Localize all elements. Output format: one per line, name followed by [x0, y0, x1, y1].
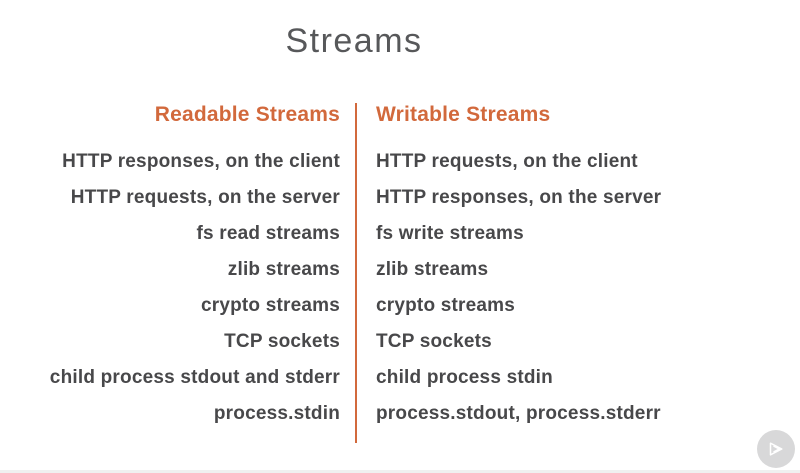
stream-item: TCP sockets	[376, 331, 492, 352]
readable-streams-column: Readable Streams HTTP responses, on the …	[18, 102, 340, 432]
stream-item: HTTP requests, on the server	[70, 187, 340, 208]
slide-title: Streams	[285, 22, 423, 60]
stream-item: fs read streams	[196, 223, 340, 244]
stream-item: zlib streams	[227, 259, 340, 280]
writable-streams-header: Writable Streams	[376, 103, 551, 126]
pluralsight-logo	[757, 430, 795, 468]
writable-streams-column: Writable Streams HTTP requests, on the c…	[376, 102, 698, 432]
stream-item: zlib streams	[376, 259, 489, 280]
stream-item: child process stdin	[376, 367, 553, 388]
stream-item: HTTP requests, on the client	[376, 151, 638, 172]
bottom-edge-strip	[0, 470, 800, 473]
stream-item: crypto streams	[376, 295, 516, 316]
stream-item: HTTP responses, on the server	[376, 187, 662, 208]
play-forward-icon	[764, 437, 788, 461]
stream-item: crypto streams	[200, 295, 340, 316]
stream-item: fs write streams	[376, 223, 524, 244]
column-divider	[355, 103, 357, 443]
stream-item: process.stdout, process.stderr	[376, 403, 661, 424]
readable-streams-header: Readable Streams	[154, 103, 340, 126]
stream-item: TCP sockets	[224, 331, 340, 352]
stream-item: process.stdin	[213, 403, 340, 424]
stream-item: child process stdout and stderr	[49, 367, 340, 388]
stream-item: HTTP responses, on the client	[62, 151, 340, 172]
